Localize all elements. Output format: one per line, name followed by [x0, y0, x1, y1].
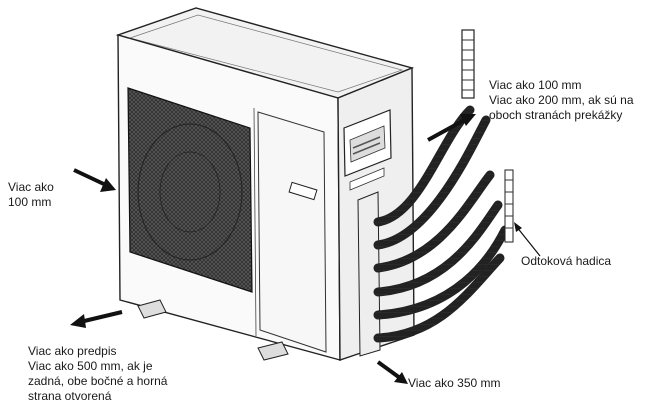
- label-line: zadná, obe bočné a horná: [28, 374, 168, 388]
- control-display: [343, 109, 392, 191]
- unit-foot-right: [257, 341, 289, 361]
- label-line: Viac ako 500 mm, ak je: [28, 359, 153, 373]
- drain-hose-leader: [515, 225, 541, 257]
- vertical-pipe: [461, 29, 475, 99]
- arrow-left-side: [73, 168, 109, 188]
- label-line: Viac ako predpis: [28, 344, 117, 358]
- label-line: oboch stranách prekážky: [489, 108, 623, 122]
- label-right-clearance: Viac ako 100 mm Viac ako 200 mm, ak sú n…: [489, 78, 634, 123]
- label-line: Viac ako 100 mm: [489, 78, 582, 92]
- label-line: Odtoková hadica: [521, 254, 612, 268]
- unit-foot-left: [137, 299, 167, 319]
- fan-grille: [127, 87, 253, 293]
- label-line: Viac ako 350 mm: [408, 376, 501, 390]
- label-line: Viac ako 200 mm, ak sú na: [489, 93, 634, 107]
- label-drain-hose: Odtoková hadica: [521, 254, 611, 269]
- label-rear-clearance: Viac ako predpis Viac ako 500 mm, ak je …: [28, 344, 167, 404]
- arrow-bottom-right: [376, 360, 402, 380]
- clearance-arrows: [70, 114, 541, 384]
- arrow-bottom-left: [79, 310, 123, 324]
- label-line: strana otvorená: [28, 389, 112, 403]
- outdoor-unit: [115, 7, 415, 361]
- connection-strip: [357, 191, 381, 357]
- access-panel: [257, 111, 327, 353]
- label-front-clearance: Viac ako 350 mm: [408, 376, 501, 391]
- label-left-clearance: Viac ako 100 mm: [8, 180, 54, 210]
- panel-handle: [288, 181, 318, 201]
- label-line: Viac ako: [8, 180, 54, 194]
- pipe-bundle: [373, 105, 510, 343]
- label-line: 100 mm: [8, 195, 52, 209]
- drain-hose: [504, 169, 514, 243]
- arrow-right-top: [427, 116, 469, 142]
